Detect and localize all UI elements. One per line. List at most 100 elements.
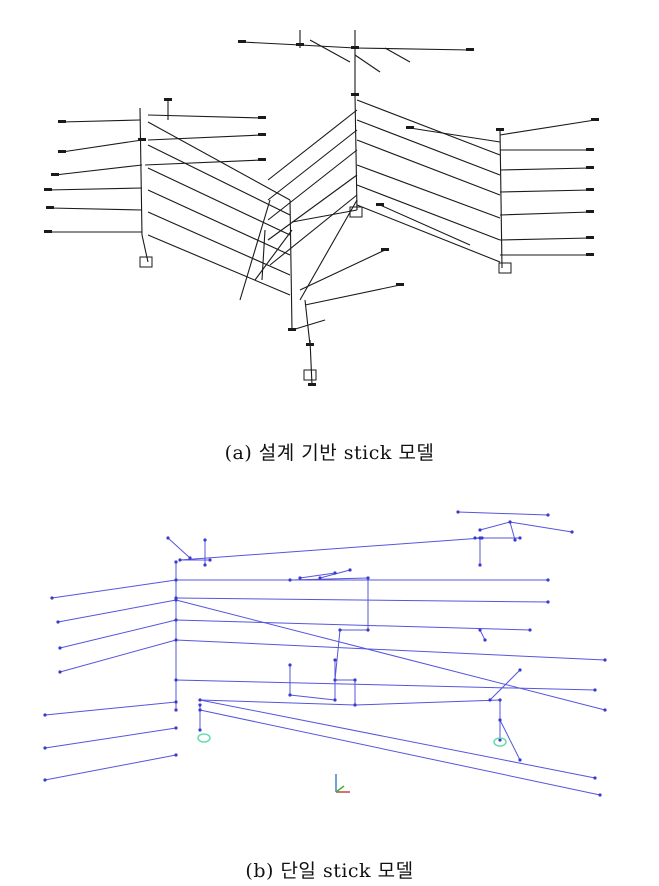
node-tick-28 <box>351 93 359 96</box>
stick-node <box>198 728 202 732</box>
member-line-22 <box>309 339 313 386</box>
member-line-5 <box>309 39 351 63</box>
node-tick-3 <box>466 48 474 51</box>
single-stick-model-figure <box>0 492 659 832</box>
member-line-0 <box>241 41 301 46</box>
stick-node <box>174 596 178 600</box>
stick-node <box>333 698 337 702</box>
stick-node <box>478 628 482 632</box>
node-tick-5 <box>58 150 66 153</box>
stick-node <box>174 678 178 682</box>
stick-node <box>473 536 477 540</box>
stick-node <box>498 738 502 742</box>
member-line-14 <box>49 207 143 211</box>
member-line-34 <box>269 194 358 266</box>
member-line-45 <box>356 119 501 176</box>
node-tick-21 <box>406 126 414 129</box>
node-tick-4 <box>58 120 66 123</box>
stick-node <box>288 663 292 667</box>
node-tick-27 <box>308 383 316 386</box>
caption-single-stick-model: (b) 단일 stick 모델 <box>245 860 414 882</box>
node-tick-6 <box>51 173 59 176</box>
node-tick-18 <box>258 116 266 119</box>
member-line-33 <box>267 174 358 241</box>
stick-line-1 <box>479 521 511 531</box>
member-line-6 <box>384 47 411 63</box>
member-line-54 <box>304 284 401 306</box>
node-tick-9 <box>44 230 52 233</box>
stick-line-5 <box>509 521 516 541</box>
stick-node <box>366 628 370 632</box>
stick-node <box>366 576 370 580</box>
stick-line-15 <box>44 701 177 716</box>
stick-node <box>318 576 322 580</box>
member-line-48 <box>356 184 501 241</box>
stick-node <box>174 578 178 582</box>
member-line-40 <box>499 189 591 193</box>
stick-line-21 <box>175 639 606 661</box>
node-tick-20 <box>258 158 266 161</box>
member-line-2 <box>354 47 471 51</box>
stick-node <box>43 778 47 782</box>
member-line-35 <box>291 209 358 223</box>
stick-line-19 <box>175 597 549 603</box>
node-tick-8 <box>46 206 54 209</box>
stick-line-23 <box>175 599 606 711</box>
member-line-19 <box>144 159 263 166</box>
member-line-21 <box>304 299 311 346</box>
node-tick-16 <box>586 253 594 256</box>
stick-line-12 <box>57 599 177 623</box>
member-line-49 <box>356 204 501 263</box>
stick-line-20 <box>175 619 531 631</box>
stick-node <box>480 536 484 540</box>
stick-node <box>174 618 178 622</box>
stick-node <box>513 538 517 542</box>
stick-line-6 <box>179 537 483 561</box>
axis-y-line <box>335 785 345 793</box>
stick-node <box>598 793 602 797</box>
stick-line-38 <box>489 669 521 701</box>
stick-node <box>43 746 47 750</box>
stick-node <box>288 578 292 582</box>
node-tick-29 <box>496 128 504 131</box>
stick-node <box>288 693 292 697</box>
stick-node <box>58 670 62 674</box>
stick-line-9 <box>167 537 191 559</box>
node-tick-10 <box>591 118 599 121</box>
stick-node <box>178 558 182 562</box>
single-stick-model-drawing <box>43 510 607 797</box>
stick-line-39 <box>499 719 521 761</box>
member-line-44 <box>356 99 501 156</box>
support-icon-0 <box>139 256 153 268</box>
member-line-28 <box>147 234 291 296</box>
stick-node <box>50 596 54 600</box>
stick-node <box>518 668 522 672</box>
stick-node <box>333 678 337 682</box>
member-line-26 <box>147 189 291 256</box>
member-line-32 <box>267 149 358 221</box>
stick-node <box>203 538 207 542</box>
node-tick-26 <box>306 343 314 346</box>
stick-node <box>348 568 352 572</box>
stick-line-13 <box>59 619 177 649</box>
stick-node <box>174 708 178 712</box>
stick-node <box>174 700 178 704</box>
stick-node <box>43 713 47 717</box>
member-line-18 <box>147 134 263 141</box>
stick-node <box>518 758 522 762</box>
stick-line-29 <box>334 629 341 681</box>
stick-node <box>478 528 482 532</box>
base-support-icon-0 <box>197 733 211 743</box>
stick-node <box>56 620 60 624</box>
support-icon-3 <box>303 369 317 381</box>
stick-node <box>518 536 522 540</box>
stick-line-14 <box>59 639 177 673</box>
node-tick-22 <box>376 203 384 206</box>
node-tick-24 <box>396 283 404 286</box>
node-tick-7 <box>44 188 52 191</box>
stick-node <box>333 658 337 662</box>
member-line-39 <box>499 167 591 171</box>
stick-node <box>528 628 532 632</box>
coordinate-axes-icon <box>335 774 350 793</box>
stick-node <box>198 708 202 712</box>
